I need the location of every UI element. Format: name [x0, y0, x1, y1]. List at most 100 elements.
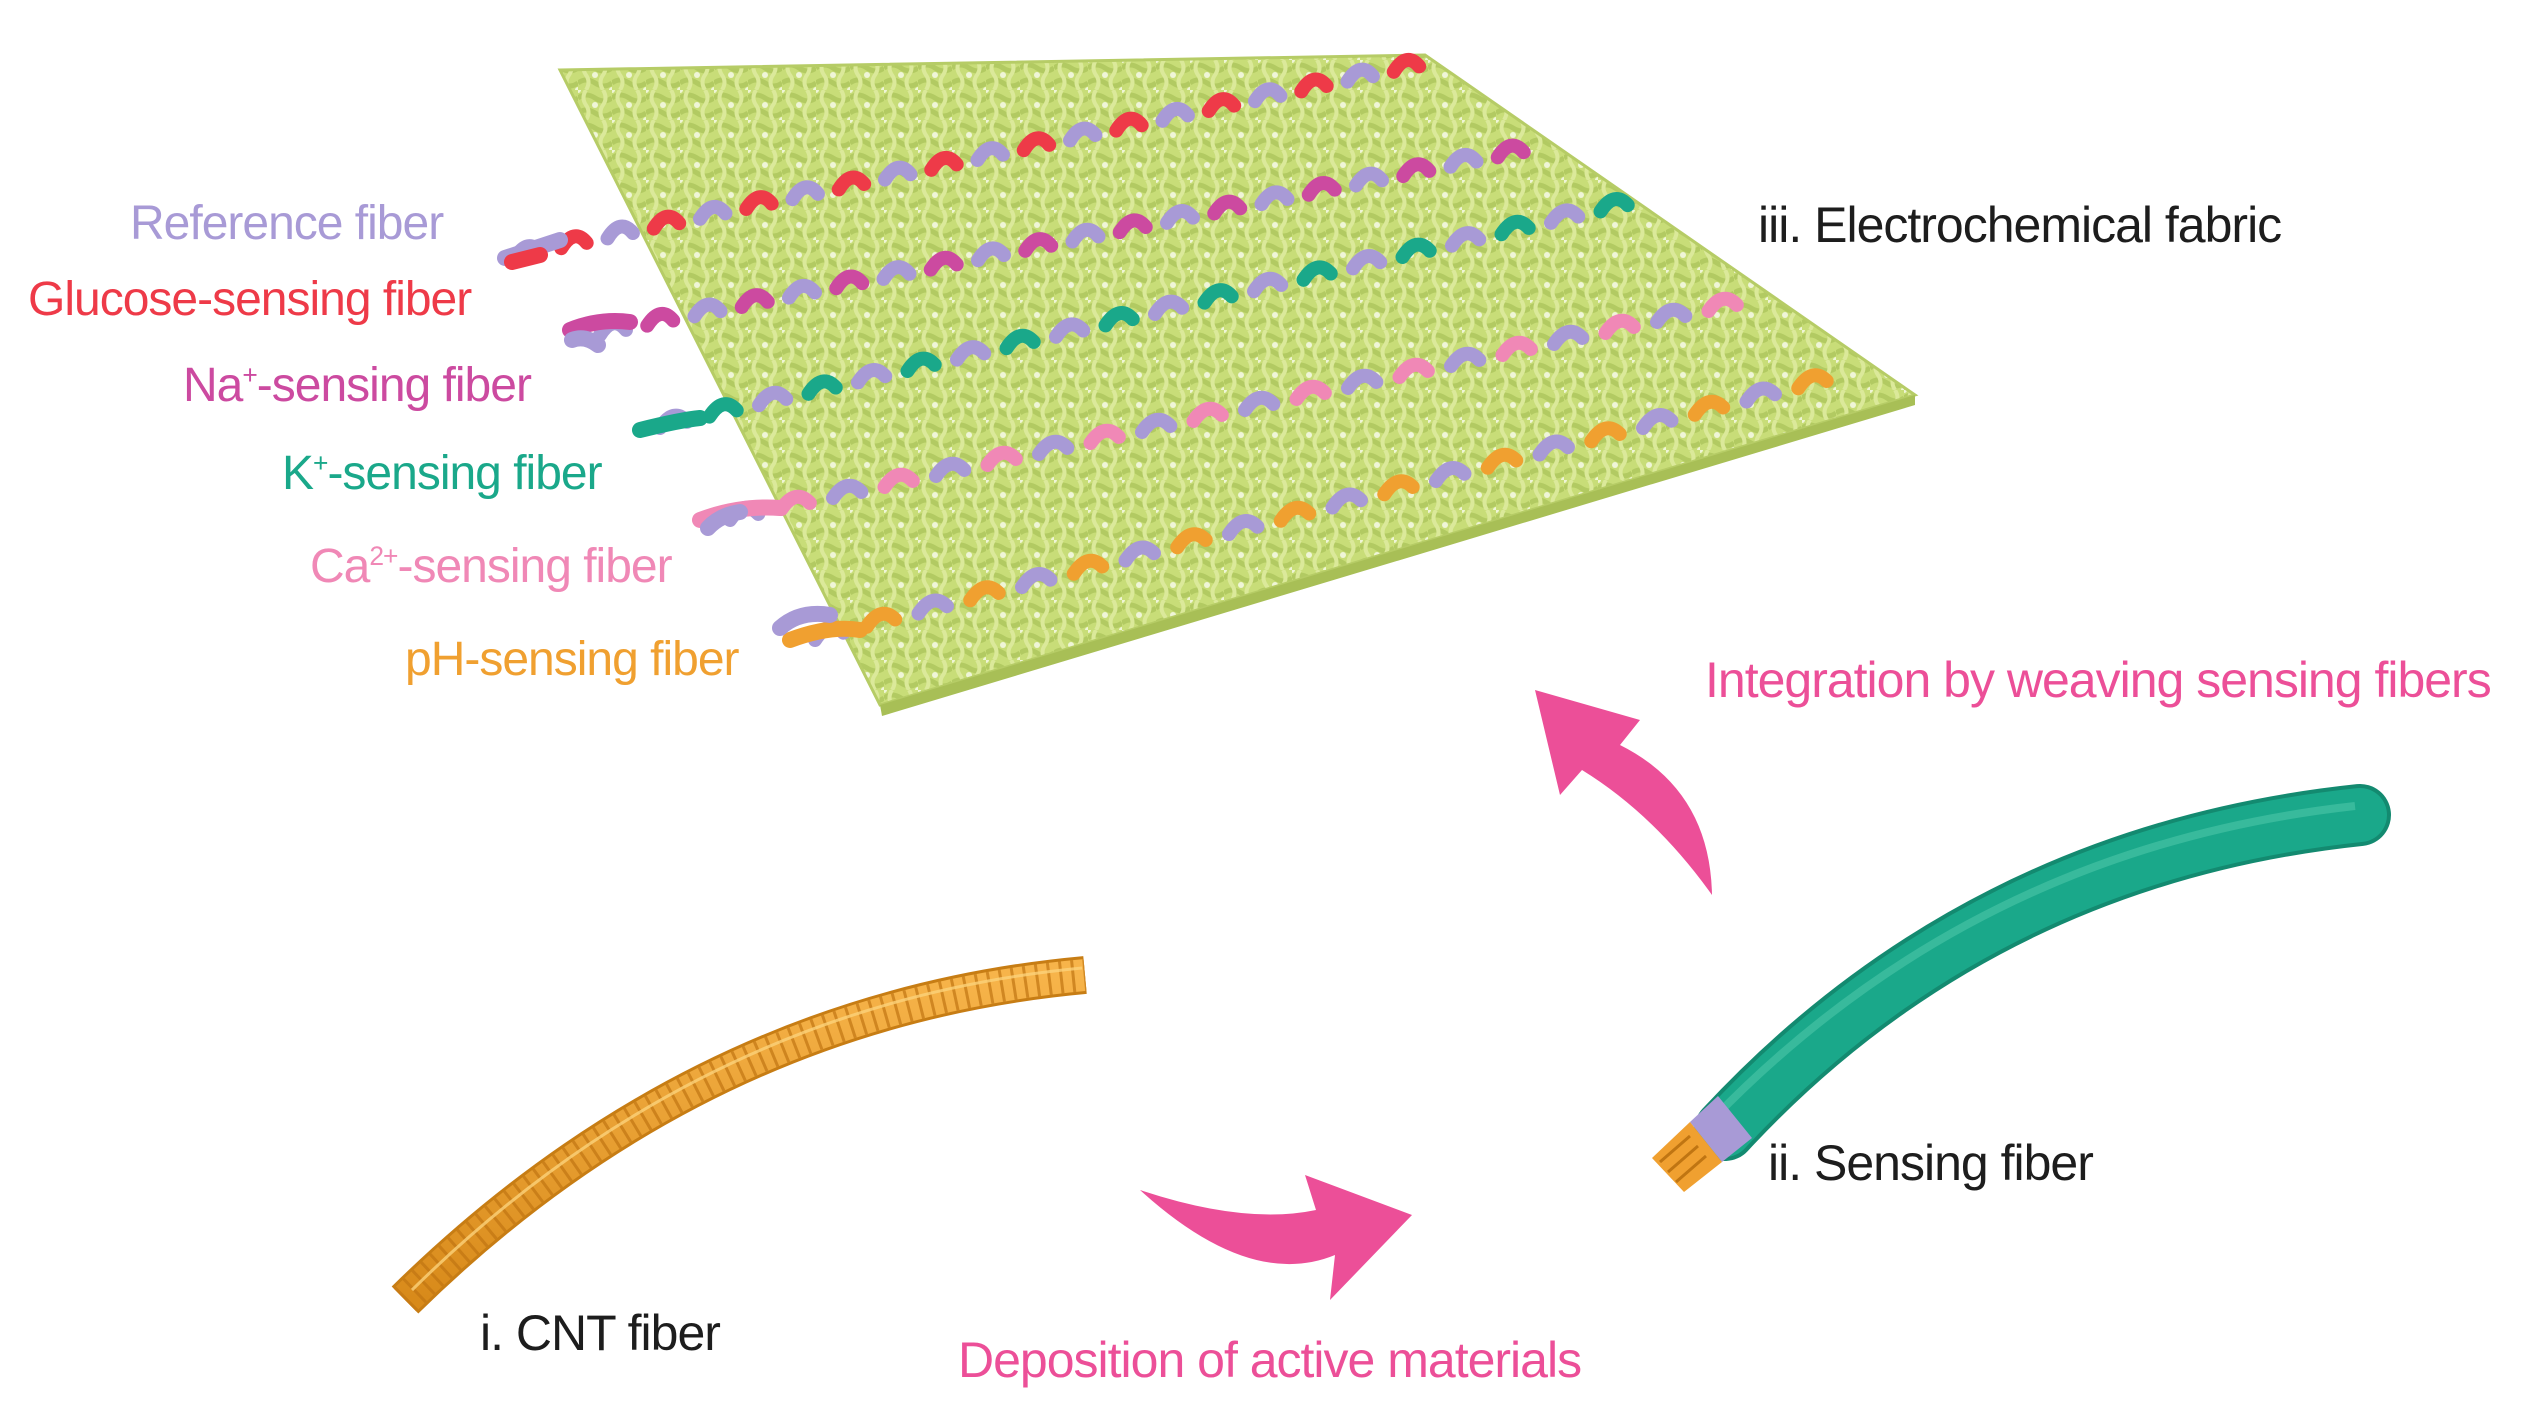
fiber-stitch [702, 397, 744, 424]
fiber-stitch [970, 141, 1010, 167]
fiber-stitch [1429, 461, 1472, 488]
label-text: -sensing fiber [327, 447, 602, 500]
fiber-stitch [877, 467, 920, 494]
fiber-stitch [1325, 487, 1368, 515]
fiber-stitch [1340, 62, 1380, 89]
fiber-stitch [1112, 213, 1153, 240]
label-superscript: + [313, 448, 328, 478]
fiber-stitch [1584, 421, 1627, 449]
label-text: K [282, 447, 314, 500]
fiber-stitch [1301, 176, 1342, 202]
fiber-tail [700, 504, 748, 536]
label-superscript: + [242, 360, 257, 390]
fiber-stitch [1160, 204, 1200, 230]
fiber-stitch [1083, 423, 1126, 450]
fiber-stitch [929, 456, 972, 483]
fiber-stitch [1118, 540, 1161, 568]
fiber-stitch [1377, 474, 1420, 502]
label-ph-fiber: pH-sensing fiber [405, 636, 739, 684]
fiber-stitch [1066, 553, 1110, 581]
fiber-stitch [1155, 101, 1195, 128]
fiber-stitch [1049, 317, 1091, 344]
fiber-stitch [1480, 447, 1524, 475]
fiber-stitch [1598, 313, 1641, 340]
fiber-stitch [876, 260, 917, 286]
fiber-stitch [1346, 249, 1388, 276]
fiber-stitch [826, 478, 869, 505]
weaving-arrow [1535, 690, 1712, 895]
fiber-stitch [878, 160, 918, 187]
fiber-stitch [1098, 306, 1140, 333]
fiber-stitch [1109, 111, 1149, 138]
fiber-stitch [1296, 260, 1338, 287]
fiber-stitch [1443, 148, 1484, 174]
fiber-stitch [1238, 390, 1281, 417]
fiber-tail [772, 605, 838, 636]
fiber-stitch [950, 340, 992, 367]
fiber-stitch [739, 190, 779, 216]
fiber-stitch [785, 180, 825, 207]
label-text: pH-sensing fiber [405, 633, 739, 686]
fiber-stitch [734, 288, 775, 314]
fiber-stitch [859, 606, 903, 634]
fiber-stitch [1650, 302, 1693, 329]
label-k-fiber: K+-sensing fiber [282, 447, 603, 500]
sensing-fiber [1652, 784, 2391, 1192]
fiber-stitch [1547, 324, 1590, 351]
fiber-stitch [1494, 214, 1536, 242]
fiber-stitch [1148, 294, 1190, 321]
fiber-stitch [831, 170, 872, 197]
fiber-stitch [1222, 514, 1265, 541]
label-cnt-fiber: i. CNT fiber [480, 1305, 721, 1361]
fiber-stitch [1016, 131, 1057, 158]
fiber-stitch [1386, 52, 1427, 79]
fiber-stitch [1739, 381, 1782, 409]
fiber-stitch [1636, 408, 1679, 435]
label-text: -sensing fiber [256, 359, 532, 412]
fiber-tail [782, 620, 868, 648]
label-superscript: 2+ [369, 541, 398, 571]
fiber-stitch [1490, 138, 1531, 165]
fiber-stitch [1201, 92, 1242, 118]
fiber-stitch [1065, 222, 1106, 249]
fiber-stitch [1170, 527, 1213, 555]
fiber-stitch [1444, 346, 1487, 373]
cnt-fiber [391, 956, 1087, 1314]
label-electrochemical-fabric: iii. Electrochemical fabric [1758, 197, 2282, 253]
fiber-stitch [1593, 192, 1635, 219]
fiber-stitch [1341, 368, 1384, 395]
fiber-stitch [752, 385, 794, 413]
fiber-stitch [1273, 500, 1317, 528]
deposition-arrow [1140, 1175, 1412, 1300]
label-text: Ca [310, 540, 370, 593]
fiber-tails [497, 232, 868, 648]
label-na-fiber: Na+-sensing fiber [183, 359, 532, 412]
fiber-stitch [1495, 335, 1538, 362]
fiber-stitch [923, 250, 964, 277]
fiber-stitch [1396, 157, 1437, 184]
fiber-stitch [829, 269, 870, 296]
fiber-stitch [1247, 271, 1289, 299]
fiber-stitch [1015, 567, 1058, 594]
fiber-stitch [1032, 434, 1075, 461]
label-weaving-process: Integration by weaving sensing fibers [1705, 652, 2492, 708]
label-text: Glucose-sensing fiber [28, 273, 472, 326]
label-text: Na [183, 359, 243, 412]
fiber-stitch [1687, 394, 1731, 422]
fiber-stitch [1395, 237, 1437, 264]
fiber-tail [562, 313, 638, 338]
fiber-stitch [1445, 226, 1487, 253]
fiber-stitch [640, 307, 681, 333]
fiber-stitch [600, 219, 640, 246]
fiber-stitch [900, 351, 942, 378]
fiber-stitch [782, 278, 822, 305]
fiber-stitch [1207, 194, 1248, 221]
fiber-stitch [1018, 232, 1059, 258]
fiber-stitch [851, 363, 893, 390]
fiber-stitch [1701, 291, 1744, 318]
label-text: Reference fiber [130, 197, 444, 250]
fiber-stitch [1248, 82, 1288, 109]
fiber-stitch [911, 593, 954, 621]
electrochemical-fabric [557, 53, 1919, 716]
